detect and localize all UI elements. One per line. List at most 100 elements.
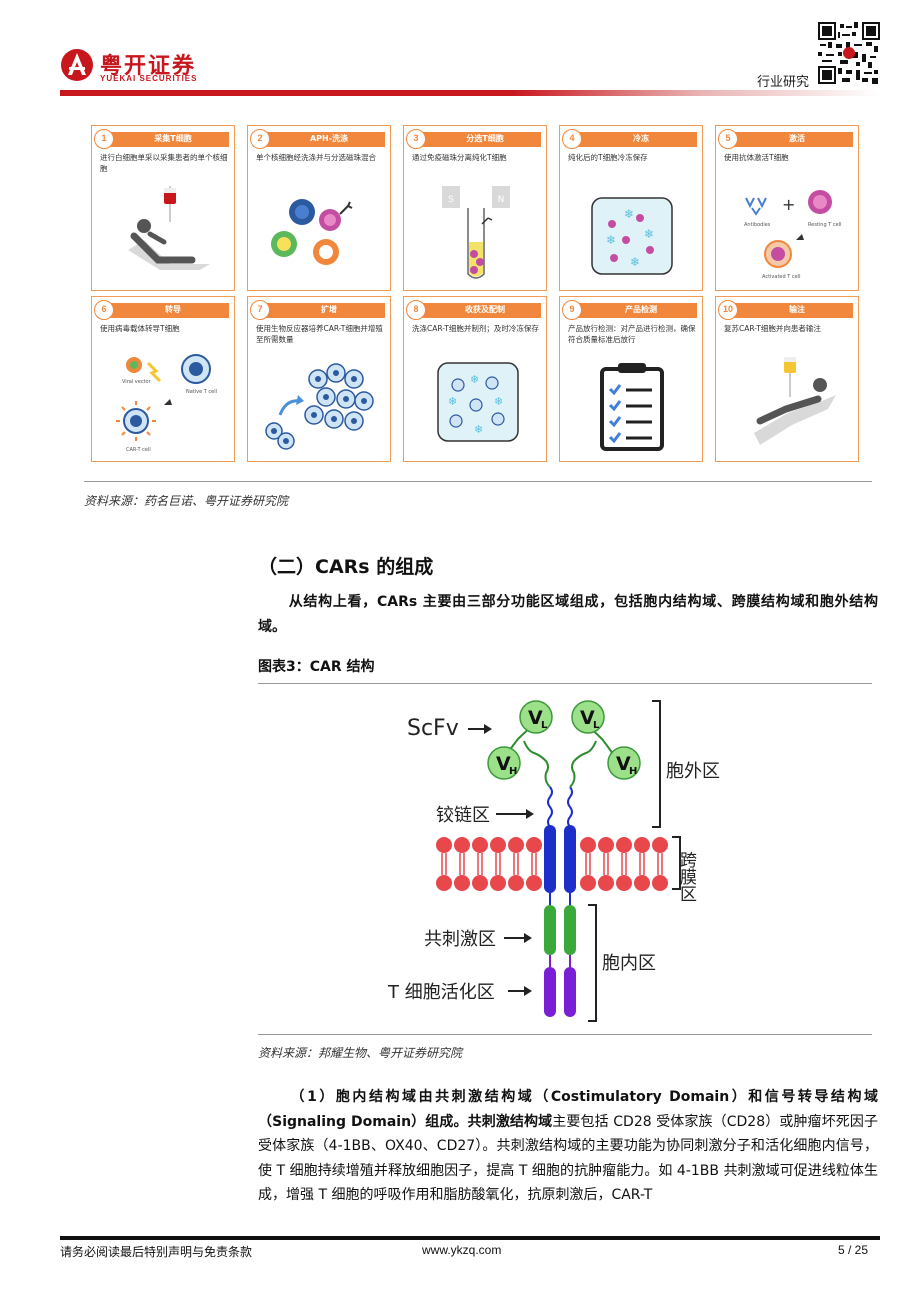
figure-source: 资料来源：邦耀生物、粤开证券研究院 — [258, 1046, 463, 1060]
step-number: 1 — [94, 129, 114, 149]
step-header: 2 APH-洗涤 — [250, 129, 385, 149]
step-number: 10 — [718, 300, 738, 320]
intracellular-label: 胞内区 — [602, 953, 656, 974]
step-title: 转导 — [165, 305, 181, 314]
logo-english-name: YUEKAI SECURITIES — [100, 74, 198, 83]
step-description: 洗涤CAR-T细胞并制剂；及时冷冻保存 — [412, 324, 539, 333]
process-step: 4 冷冻 纯化后的T细胞冷冻保存 ❄ ❄ ❄ ❄ — [559, 125, 703, 291]
mixed-cells-icon — [271, 199, 353, 265]
step-header: 3 分选T细胞 — [406, 129, 541, 149]
step-header: 6 转导 — [94, 300, 229, 320]
step-number: 5 — [718, 129, 738, 149]
step-header: 4 冷冻 — [562, 129, 697, 149]
costimulatory-domain-right — [564, 905, 576, 955]
step-description: 进行白细胞单采以采集患者的单个核细胞 — [100, 153, 228, 173]
step-number: 6 — [94, 300, 114, 320]
paragraph-text: 从结构上看，CARs 主要由三部分功能区域组成，包括胞内结构域、跨膜结构域和胞外… — [258, 594, 878, 635]
car-t-cell-label: CAR-T cell — [126, 447, 151, 453]
step-title: 产品检测 — [625, 305, 657, 314]
step-title: 扩增 — [321, 305, 337, 314]
process-step: 7 扩增 使用生物反应器培养CAR-T细胞并增殖至所需数量 — [247, 296, 391, 462]
footer-disclaimer: 请务必阅读最后特别声明与免责条款 — [60, 1245, 253, 1259]
process-step: 10 输注 复苏CAR-T细胞并向患者输注 — [715, 296, 859, 462]
paragraph-bold-term: 共刺激结构域 — [467, 1113, 553, 1130]
step-header: 9 产品检测 — [562, 300, 697, 320]
process-step: 1 采集T细胞 进行白细胞单采以采集患者的单个核细胞 — [91, 125, 235, 291]
qr-code-icon — [818, 22, 880, 84]
vh-domain-left: V H — [487, 746, 521, 780]
transmembrane-domain-left — [544, 825, 556, 893]
transmembrane-label: 跨膜区 — [676, 851, 697, 902]
car-t-process-figure: 1 采集T细胞 进行白细胞单采以采集患者的单个核细胞 2 APH-洗涤 单个核细… — [82, 112, 872, 472]
paragraph-structure: 从结构上看，CARs 主要由三部分功能区域组成，包括胞内结构域、跨膜结构域和胞外… — [258, 590, 878, 639]
step-header: 8 收获及配制 — [406, 300, 541, 320]
car-structure-diagram: ScFv 铰链区 共刺激区 T 细胞活化区 胞外区 跨膜区 胞内区 — [387, 700, 720, 1022]
svg-text:❄: ❄ — [624, 207, 634, 221]
paragraph-intracellular: （1）胞内结构域由共刺激结构域（Costimulatory Domain）和信号… — [258, 1085, 878, 1208]
step-title: 冷冻 — [633, 134, 649, 143]
activation-domain-left — [544, 967, 556, 1017]
step-description: 单个核细胞经洗涤并与分选磁珠混合 — [256, 153, 376, 162]
step-description: 通过免疫磁珠分离纯化T细胞 — [412, 153, 507, 162]
step-description: 使用病毒载体转导T细胞 — [100, 324, 180, 333]
svg-text:❄: ❄ — [644, 227, 654, 241]
step-title: 收获及配制 — [465, 305, 505, 314]
costimulatory-label: 共刺激区 — [424, 929, 496, 950]
frozen-cells-icon: ❄ ❄ ❄ ❄ — [591, 197, 673, 275]
figure-bottom-rule — [258, 1034, 872, 1035]
activated-t-cell-label: Activated T cell — [762, 274, 801, 280]
step-description: 复苏CAR-T细胞并向患者输注 — [724, 324, 821, 333]
activation-domain-right — [564, 967, 576, 1017]
figure-top-rule — [258, 683, 872, 684]
figure-source: 资料来源：药名巨诺、粤开证券研究院 — [84, 494, 289, 508]
step-description: 纯化后的T细胞冷冻保存 — [568, 153, 648, 162]
vl-domain-right: V L — [571, 700, 605, 734]
svg-text:V: V — [496, 753, 511, 775]
t-cell-activation-label: T 细胞活化区 — [387, 982, 495, 1003]
header-rule — [60, 90, 880, 96]
magnetic-separation-icon: S N — [442, 186, 510, 279]
vh-domain-right: V H — [607, 746, 641, 780]
process-step: 2 APH-洗涤 单个核细胞经洗涤并与分选磁珠混合 — [247, 125, 391, 291]
magnet-n-label: N — [498, 195, 505, 205]
step-description: 使用生物反应器培养CAR-T细胞并增殖至所需数量 — [256, 324, 383, 344]
costimulatory-domain-left — [544, 905, 556, 955]
step-number: 9 — [562, 300, 582, 320]
svg-text:H: H — [509, 766, 517, 777]
svg-text:H: H — [629, 766, 637, 777]
resting-t-cell-label: Resting T cell — [808, 222, 841, 228]
svg-text:V: V — [616, 753, 631, 775]
step-number: 8 — [406, 300, 426, 320]
viral-vector-label: Viral vector — [122, 379, 152, 385]
svg-text:L: L — [541, 720, 548, 731]
footer-website-link[interactable]: www.ykzq.com — [422, 1243, 502, 1257]
transduction-icon: Viral vector Native T cell CAR-T cell — [116, 354, 217, 453]
company-logo: 粤开证券 YUEKAI SECURITIES — [60, 48, 220, 84]
svg-text:❄: ❄ — [474, 423, 483, 436]
magnet-s-label: S — [448, 195, 454, 205]
transmembrane-domain-right — [564, 825, 576, 893]
apheresis-patient-icon — [128, 186, 210, 270]
clipboard-checklist-icon — [600, 363, 664, 451]
scfv-label: ScFv — [407, 716, 459, 741]
svg-text:❄: ❄ — [470, 373, 479, 386]
paragraph-bold-lead: （1）胞内结构域由共刺激结构域（Costimulatory Domain）和信号… — [258, 1089, 878, 1130]
svg-text:V: V — [528, 707, 543, 729]
figure-caption: 图表3：CAR 结构 — [258, 659, 375, 675]
logo-mark-icon — [61, 49, 93, 81]
footer-rule — [60, 1236, 880, 1240]
svg-text:+: + — [782, 195, 795, 214]
step-header: 7 扩增 — [250, 300, 385, 320]
hinge-chain — [547, 786, 573, 828]
svg-text:❄: ❄ — [606, 233, 616, 247]
linker-chain — [503, 722, 617, 788]
step-header: 10 输注 — [718, 300, 853, 320]
extracellular-label: 胞外区 — [666, 761, 720, 782]
step-description: 使用抗体激活T细胞 — [724, 153, 789, 162]
step-header: 1 采集T细胞 — [94, 129, 229, 149]
step-title: 采集T细胞 — [154, 134, 192, 143]
step-description: 产品放行检测：对产品进行检测，确保符合质量标准后放行 — [568, 324, 696, 344]
harvest-freeze-icon: ❄ ❄ ❄ ❄ — [437, 362, 519, 442]
native-t-cell-label: Native T cell — [186, 389, 217, 395]
process-step: 6 转导 使用病毒载体转导T细胞 Viral vector Native T c… — [91, 296, 235, 462]
